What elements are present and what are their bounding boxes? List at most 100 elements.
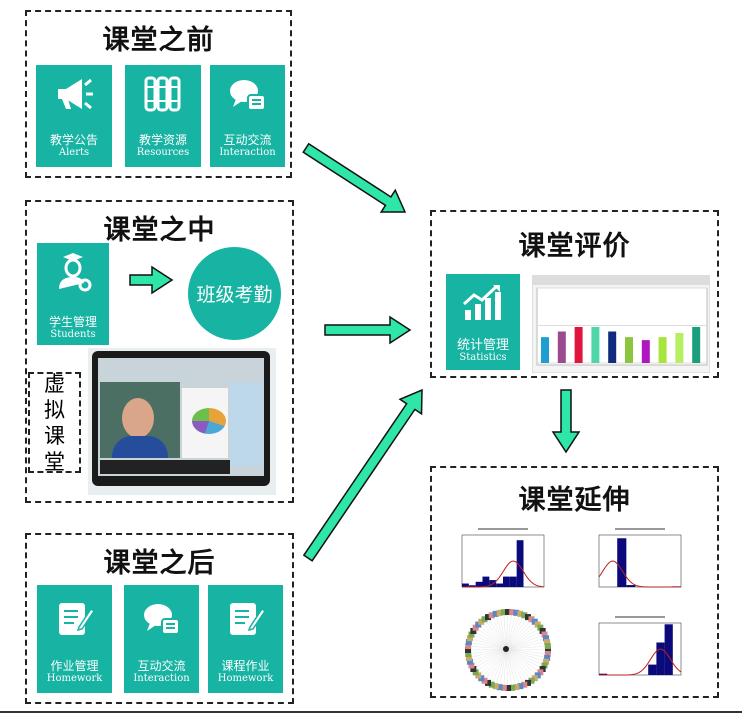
resources-tile[interactable]: 教学资源 Resources — [125, 65, 201, 167]
network-edge — [505, 648, 521, 687]
network-edge — [505, 621, 535, 650]
bar — [658, 337, 667, 363]
pie-chart-graphic — [192, 408, 226, 434]
network-edge — [495, 648, 507, 687]
network-edge — [499, 648, 507, 688]
statistics-bar-chart — [532, 275, 710, 373]
network-edge — [505, 648, 509, 689]
network-node — [485, 679, 491, 686]
network-edge — [505, 648, 548, 659]
extension-box: 课堂延伸 — [430, 466, 719, 698]
histogram-bar — [656, 642, 665, 675]
before-class-box: 课堂之前 — [25, 10, 292, 178]
network-edge — [484, 619, 507, 650]
bar — [675, 333, 684, 363]
during-class-title: 课堂之中 — [103, 215, 216, 246]
network-edge — [471, 648, 507, 666]
network-node — [541, 662, 548, 669]
network-node — [528, 616, 535, 623]
network-node — [531, 675, 538, 682]
attendance-circle[interactable]: 班级考勤 — [188, 247, 281, 340]
network-node — [496, 684, 503, 691]
plot-title — [615, 616, 665, 618]
network-node — [472, 669, 479, 676]
network-node — [505, 609, 511, 615]
network-node — [492, 610, 499, 617]
plot-title — [615, 528, 665, 530]
network-edge — [503, 612, 507, 650]
network-node — [488, 612, 495, 619]
bar — [591, 327, 600, 363]
normal-fit-curve — [599, 648, 682, 676]
network-edge — [473, 630, 507, 650]
network-node — [517, 610, 524, 617]
network-edge — [475, 627, 507, 650]
network-edge — [505, 648, 538, 676]
network-edge — [505, 612, 517, 650]
histogram-bar — [496, 583, 503, 587]
chat-icon — [143, 604, 180, 635]
network-node — [525, 679, 531, 686]
alerts-tile[interactable]: 教学公告 Alerts — [36, 65, 112, 167]
network-edge — [478, 624, 507, 650]
megaphone-icon — [58, 78, 93, 110]
network-node — [539, 628, 546, 634]
normal-fit-curve — [598, 560, 681, 588]
network-node — [465, 650, 472, 657]
after-class-title: 课堂之后 — [103, 548, 216, 579]
network-edge — [499, 612, 507, 650]
homework-icon — [229, 603, 266, 635]
after-interaction-tile[interactable]: 互动交流 Interaction — [124, 585, 199, 693]
network-edge — [469, 638, 507, 650]
network-edge — [468, 648, 507, 655]
network-edge — [487, 648, 507, 684]
bar — [692, 327, 701, 363]
network-edge — [481, 621, 507, 650]
network-edge — [505, 619, 532, 650]
network-node — [468, 631, 475, 638]
before-class-title: 课堂之前 — [102, 25, 215, 56]
network-edge — [505, 648, 535, 679]
network-node — [537, 624, 544, 631]
network-node — [543, 635, 550, 642]
network-node — [488, 681, 495, 688]
network-edge — [505, 627, 541, 650]
network-node — [545, 647, 551, 653]
network-edge — [503, 648, 507, 688]
network-edge — [505, 638, 547, 650]
network-edge — [481, 648, 507, 679]
network-edge — [473, 648, 507, 670]
bar — [608, 331, 617, 363]
network-edge — [505, 616, 529, 650]
normal-fit-curve — [461, 560, 545, 588]
network-node — [481, 616, 488, 623]
network-node — [468, 662, 475, 669]
network-node — [509, 609, 516, 616]
network-edge — [505, 615, 525, 650]
network-node — [465, 643, 472, 650]
arrow-before-to-evaluation — [302, 142, 407, 213]
course-homework-tile[interactable]: 课程作业 Homework — [208, 585, 283, 693]
network-edge — [505, 648, 525, 685]
network-node — [465, 654, 472, 661]
students-tile[interactable]: 学生管理 Students — [37, 243, 109, 345]
network-edge — [467, 648, 507, 651]
interaction-tile[interactable]: 互动交流 Interaction — [210, 65, 285, 167]
histogram-questions — [598, 528, 682, 588]
network-node — [492, 683, 499, 690]
network-node — [517, 683, 524, 690]
histogram-scores — [598, 616, 682, 676]
statistics-tile[interactable]: 统计管理 Statistics — [446, 274, 520, 370]
network-edge — [491, 648, 507, 685]
homework-tile[interactable]: 作业管理 Homework — [37, 585, 112, 693]
network-edge — [505, 648, 529, 684]
network-edge — [505, 611, 509, 650]
bar — [641, 340, 650, 363]
histogram-homework — [461, 528, 545, 588]
histogram-bar — [475, 581, 483, 587]
books-icon — [144, 76, 181, 112]
network-node — [539, 666, 546, 672]
network-node — [478, 618, 485, 625]
network-edge — [505, 648, 532, 681]
